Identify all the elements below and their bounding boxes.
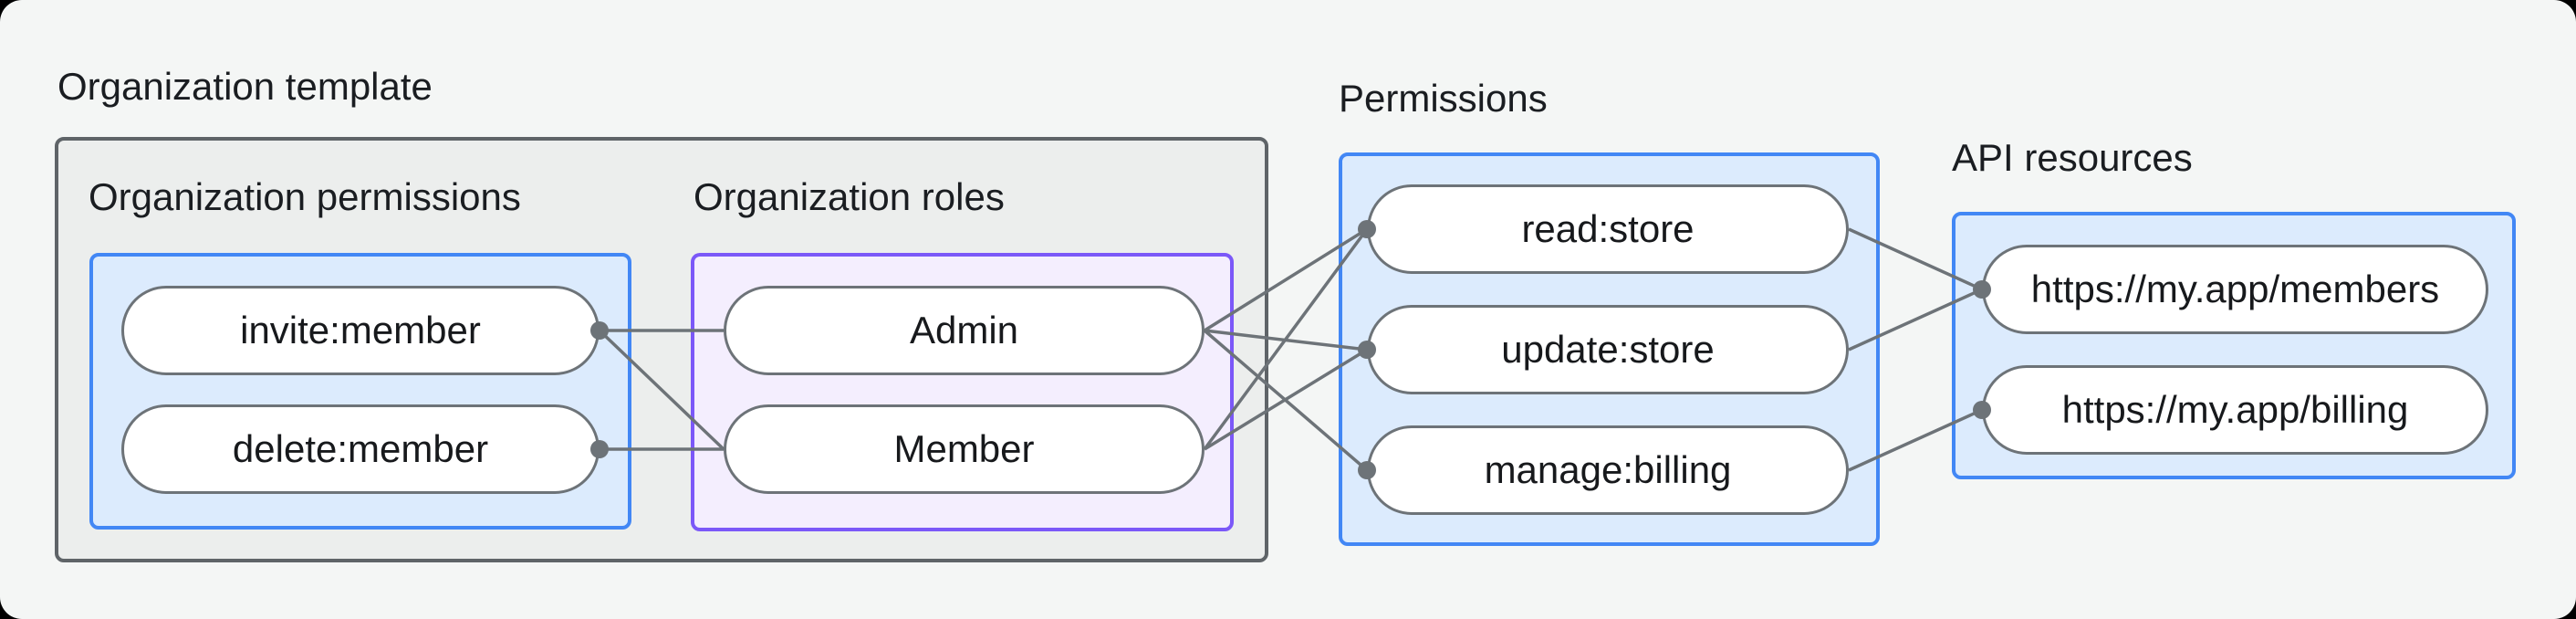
node-admin-role: Admin	[724, 286, 1205, 375]
api-resources-label: API resources	[1952, 136, 2193, 179]
node-billing-resource: https://my.app/billing	[1982, 365, 2488, 455]
org-permissions-label: Organization permissions	[89, 175, 521, 218]
node-delete-member: delete:member	[121, 404, 600, 494]
diagram-title: Organization template	[57, 65, 433, 108]
org-roles-label: Organization roles	[694, 175, 1005, 218]
permissions-label: Permissions	[1339, 77, 1548, 120]
node-update-store: update:store	[1367, 305, 1849, 394]
node-read-store: read:store	[1367, 184, 1849, 274]
node-invite-member: invite:member	[121, 286, 600, 375]
node-manage-billing: manage:billing	[1367, 425, 1849, 515]
node-members-resource: https://my.app/members	[1982, 245, 2488, 334]
node-member-role: Member	[724, 404, 1205, 494]
